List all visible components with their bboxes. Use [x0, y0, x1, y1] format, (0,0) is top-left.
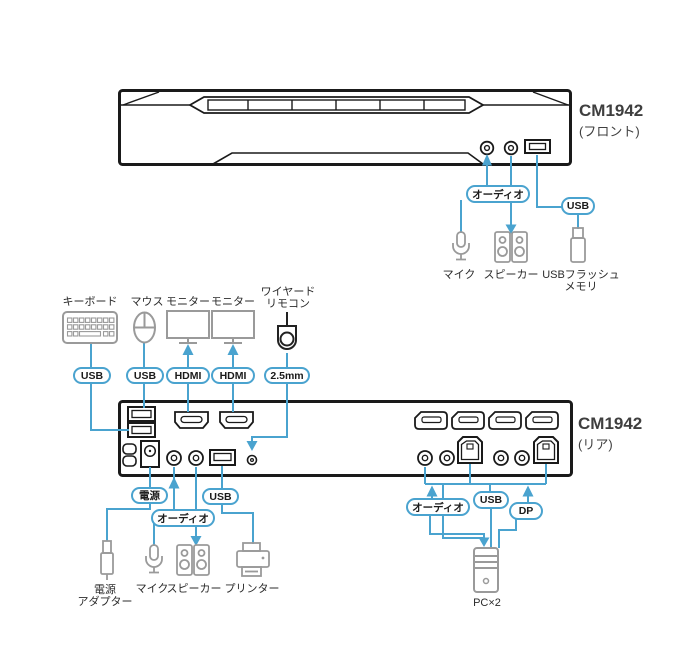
pill-front-audio: オーディオ	[466, 185, 530, 203]
usb-flash-drive-icon	[570, 227, 586, 263]
wired-remote-icon	[277, 312, 297, 351]
rear-model-label: CM1942	[578, 414, 643, 433]
keyboard-label: キーボード	[62, 296, 118, 308]
pill-rear-audio-left: オーディオ	[151, 509, 215, 527]
remote-label-line1: ワイヤード	[260, 286, 316, 298]
front-mic-icon	[452, 231, 470, 261]
remote-label-line2: リモコン	[266, 298, 310, 310]
front-speaker-icon	[494, 231, 528, 263]
mouse-label: マウス	[130, 296, 164, 308]
power-adapter-icon	[100, 540, 114, 580]
pill-hdmi-2: HDMI	[211, 367, 255, 384]
mouse-icon	[133, 311, 156, 344]
front-audio-jack-2	[503, 140, 519, 156]
monitor-icon-1	[166, 310, 210, 344]
front-corner-slash-right	[532, 91, 569, 106]
front-lip-line	[212, 152, 484, 165]
pill-keyboard-usb: USB	[73, 367, 111, 384]
pc1-audio-jack-b	[439, 450, 455, 466]
arrowheads	[168, 154, 534, 547]
rear-view-label: (リア)	[578, 437, 613, 452]
displayport-out-3	[488, 411, 522, 430]
adapter-label-line1: 電源	[94, 584, 116, 596]
monitor1-label: モニター	[166, 296, 210, 308]
pill-rear-usb-left: USB	[202, 488, 239, 505]
front-mic-label: マイク	[442, 269, 476, 281]
printer-icon	[236, 542, 270, 577]
rear-mic-icon	[145, 544, 163, 574]
pc2-audio-jack-a	[493, 450, 509, 466]
front-chassis	[118, 89, 572, 166]
rear-usb-keyboard-port	[127, 406, 156, 422]
displayport-out-1	[414, 411, 448, 430]
front-usb-a-port	[524, 139, 551, 154]
pc-tower-icon	[473, 547, 499, 593]
pc1-audio-jack-a	[417, 450, 433, 466]
pc2-audio-jack-b	[514, 450, 530, 466]
front-corner-slash-left	[122, 91, 160, 106]
rear-hdmi-port-1	[174, 411, 209, 429]
pill-hdmi-1: HDMI	[166, 367, 210, 384]
front-vent-grill	[188, 96, 485, 114]
rear-hdmi-port-2	[219, 411, 254, 429]
pc2-usb-b-port	[533, 436, 559, 464]
keyboard-icon	[62, 311, 118, 344]
rear-speaker-label: スピーカー	[166, 583, 222, 595]
flash-label-line2: メモリ	[564, 281, 598, 293]
front-model-label: CM1942	[579, 101, 644, 120]
pill-rear-usb-right: USB	[473, 491, 509, 509]
rear-usb-peripheral-port	[209, 449, 236, 466]
pc1-usb-b-port	[457, 436, 483, 464]
front-panel-device	[118, 89, 572, 166]
front-view-label: (フロント)	[579, 124, 640, 139]
pill-front-usb: USB	[561, 197, 595, 215]
rear-mic-jack	[166, 450, 182, 466]
rear-mic-label: マイク	[135, 583, 169, 595]
monitor-icon-2	[211, 310, 255, 344]
rear-speaker-jack	[188, 450, 204, 466]
cable-tie-mount	[122, 443, 137, 467]
pill-dp: DP	[509, 502, 543, 520]
flash-label-line1: USBフラッシュ	[542, 269, 620, 281]
front-speaker-label: スピーカー	[483, 269, 539, 281]
remote-25mm-port	[246, 454, 258, 466]
pill-rear-audio-right: オーディオ	[406, 498, 470, 516]
rear-panel-device	[118, 400, 573, 477]
pill-mouse-usb: USB	[126, 367, 164, 384]
monitor2-label: モニター	[211, 296, 255, 308]
pill-25mm: 2.5mm	[264, 367, 310, 384]
pill-power: 電源	[131, 487, 168, 504]
displayport-out-4	[525, 411, 559, 430]
pc-label: PC×2	[473, 597, 501, 609]
rear-speaker-icon	[176, 544, 210, 576]
displayport-out-2	[451, 411, 485, 430]
printer-label: プリンター	[224, 583, 280, 595]
adapter-label-line2: アダプター	[77, 596, 133, 608]
